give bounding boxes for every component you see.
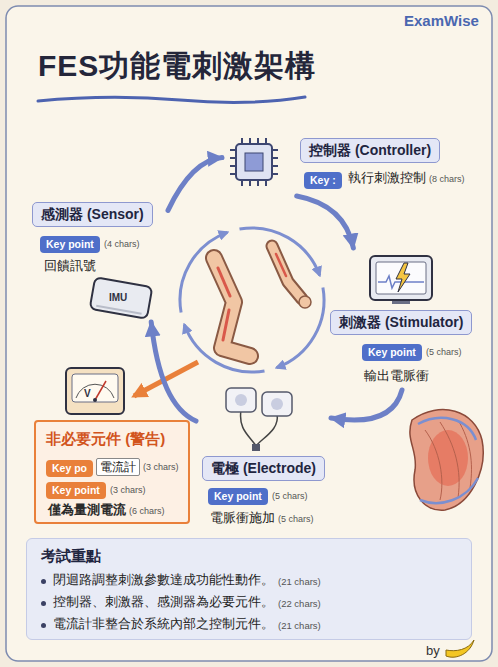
bullet-dot [41,579,46,584]
leg-illustration-part [276,254,286,276]
page-frame-part [6,6,492,661]
ammeter-icon-part [95,381,106,400]
warning-box: 非必要元件 (警告)Key po電流計(3 chars)Key point(3 … [34,420,190,524]
flow-arrow [151,322,196,421]
ammeter-icon-part [93,398,97,402]
muscle-illustration-part [425,420,472,500]
leg-illustration-part [272,246,302,299]
key-text: 電脈衝施加 [210,510,275,526]
stimulator-icon-part [396,263,410,292]
component-title: 刺激器 (Stimulator) [330,310,472,335]
bullet-dot [41,601,46,606]
stimulator-icon [370,256,432,304]
muscle-illustration [410,410,483,511]
diagram-title: FES功能電刺激架構 [38,48,316,84]
meter-unit: V [84,388,91,400]
flow-arrow [331,390,402,420]
leg-illustration-part [218,268,230,296]
key-text: 輸出電脈衝 [364,368,429,384]
char-count: (21 chars) [278,576,321,587]
stimulator-icon-part [376,262,426,294]
page-frame [6,6,492,661]
key-badge: Key point [46,482,106,499]
stimulator-group: 刺激器 (Stimulator) Key point (5 chars) 輸出電脈衝 [326,248,478,390]
inner-cycle [180,228,324,372]
key-text: 回饋訊號 [44,258,96,274]
electrode-pads-part [252,444,260,451]
electrode-pads-part [226,388,256,412]
char-count: (8 chars) [429,174,465,185]
muscle-illustration-part [418,418,476,440]
flow-arrow [168,158,222,211]
stimulator-icon-part [370,256,432,300]
banana-icon-part [446,640,474,657]
imu-sensor-icon-part [96,306,141,314]
char-count: (3 chars) [143,462,179,473]
muscle-illustration-part [410,410,483,511]
electrode-pads-part [235,394,247,406]
ammeter-icon-part [76,384,114,398]
electrode-pads-part [241,410,256,446]
leg-illustration-part [299,296,311,308]
inner-cycle-part [277,288,324,368]
title-underline-part [38,97,305,102]
muscle-illustration-part [420,478,478,503]
key-badge: Key : [304,172,342,189]
leg-illustration-part [223,310,229,340]
char-count: (4 chars) [104,239,140,250]
term-box: 電流計 [96,458,140,476]
component-title: 感測器 (Sensor) [32,202,153,227]
muscle-illustration-part [428,430,468,486]
char-count: (5 chars) [272,491,308,502]
key-text: 執行刺激控制 [348,170,426,186]
leg-illustration-part [272,246,302,299]
chip-icon-part [236,144,272,180]
key-badge: Key point [208,488,268,505]
key-text: 僅為量測電流 [48,502,126,518]
electrode-pads [226,388,292,451]
electrode-pads-part [271,398,283,410]
leg-illustration [214,246,311,356]
char-count: (5 chars) [278,514,314,525]
leg-illustration-part [214,258,250,356]
bullet-text: 控制器、刺激器、感測器為必要元件。 [53,595,274,610]
warning-title: 非必要元件 (警告) [46,430,165,448]
brand-name: ExamWise [404,12,479,30]
leg-illustration-part [214,258,250,356]
electrode-pads-part [262,392,292,416]
ammeter-icon-part [66,368,124,414]
char-count: (6 chars) [129,506,165,517]
bullet-text: 閉迴路調整刺激參數達成功能性動作。 [53,573,274,588]
chip-icon [230,138,278,186]
chip-icon-part [230,138,278,186]
electrode-pads-part [256,414,277,446]
bullet-text: 電流計非整合於系統內部之控制元件。 [53,617,274,632]
controller-group: 控制器 (Controller) Key : 執行刺激控制(8 chars) [222,132,471,196]
char-count: (3 chars) [110,485,146,496]
char-count: (22 chars) [278,598,321,609]
char-count: (21 chars) [278,620,321,631]
component-title: 電極 (Electrode) [202,456,325,481]
device-label: IMU [109,292,127,304]
banana-icon [446,640,474,657]
bullet-dot [41,623,46,628]
ammeter-icon-part [72,374,118,402]
flow-arrow [297,196,354,248]
imu-sensor-icon [90,277,153,319]
title-underline [38,97,305,102]
key-badge: Key point [40,236,100,253]
electrode-group: 電極 (Electrode)Key point(5 chars)電脈衝施加(5 … [196,380,331,532]
key-badge: Key point [362,344,422,361]
exam-points-box: 考試重點閉迴路調整刺激參數達成功能性動作。 (21 chars) 控制器、刺激器、感… [26,538,472,640]
char-count: (5 chars) [426,347,462,358]
key-badge: Key po [46,460,93,477]
imu-sensor-icon-part [90,277,153,319]
section-title: 考試重點 [41,547,101,565]
sensor-group: 感測器 (Sensor) Key point (4 chars) 回饋訊號 [28,198,168,322]
component-title: 控制器 (Controller) [300,138,440,163]
ammeter-icon [66,368,124,414]
credit: by [426,643,440,659]
chip-icon-part [245,153,263,171]
